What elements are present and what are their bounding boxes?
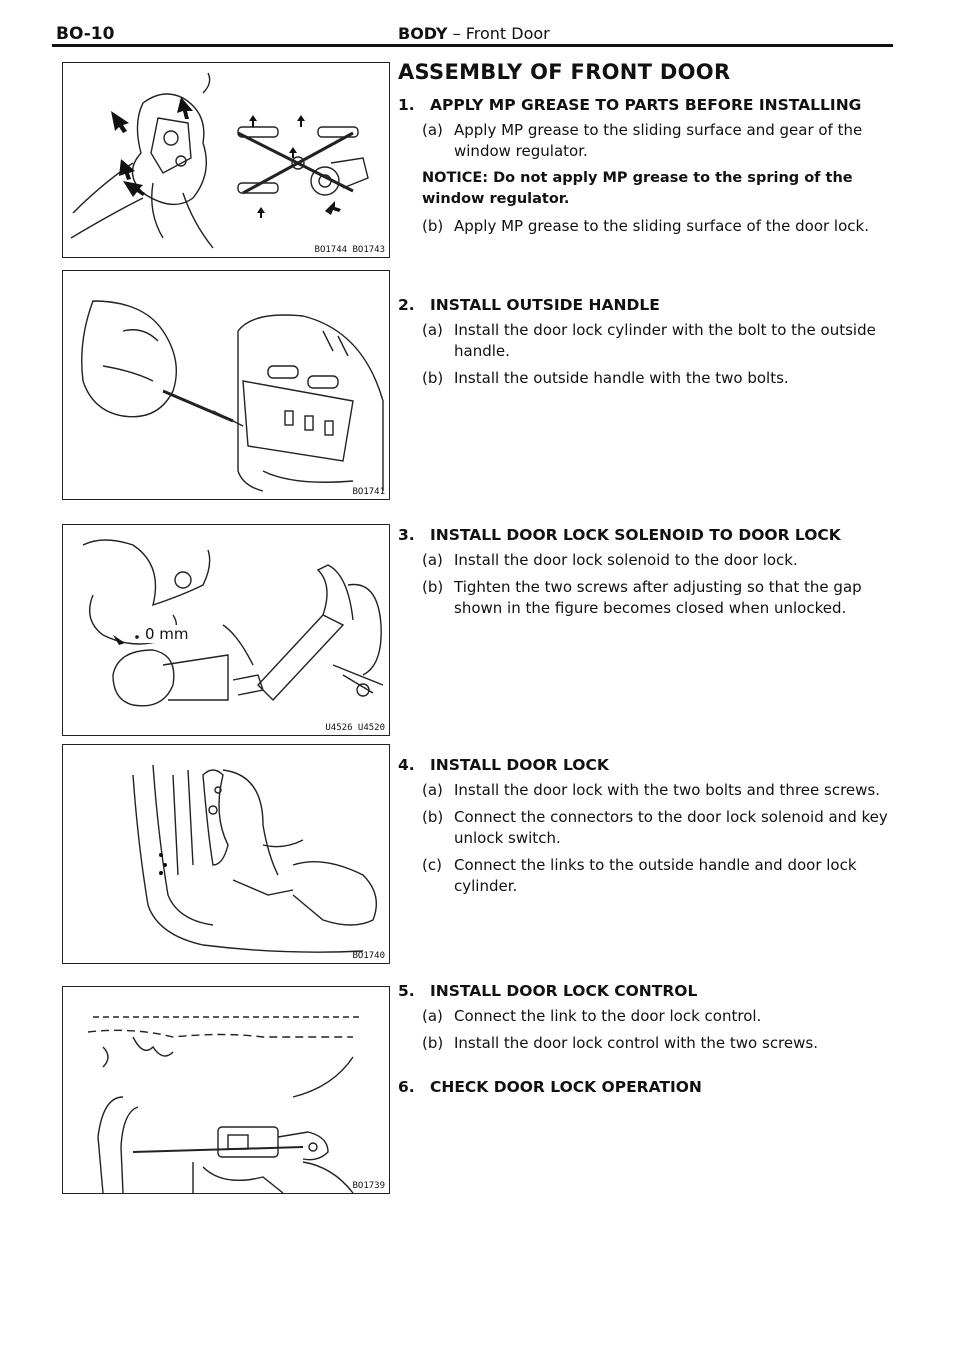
figure-code: BO1744 BO1743 — [314, 245, 385, 255]
item-label: (a) — [422, 1007, 443, 1025]
step-heading: 5. INSTALL DOOR LOCK CONTROL — [398, 982, 898, 1000]
item-label: (b) — [422, 217, 444, 235]
figure-code: BO1739 — [352, 1181, 385, 1191]
step-heading: 4. INSTALL DOOR LOCK — [398, 756, 898, 774]
figure-code: BO1740 — [352, 951, 385, 961]
illustration-outside-handle — [81, 300, 384, 492]
item-label: (b) — [422, 369, 444, 387]
section-name: BODY — [398, 24, 448, 43]
figure-code: BO1741 — [352, 487, 385, 497]
illustration-door-lock-control — [87, 1016, 363, 1193]
step-number: 5. — [398, 982, 415, 1000]
figure-grease-points: BO1744 BO1743 — [62, 62, 390, 258]
step-item: (a) Install the door lock with the two b… — [398, 780, 898, 801]
step-heading: 1. APPLY MP GREASE TO PARTS BEFORE INSTAL… — [398, 96, 898, 114]
item-label: (a) — [422, 781, 443, 799]
item-label: (b) — [422, 1034, 444, 1052]
step-item: (b) Install the outside handle with the … — [398, 368, 898, 389]
step-number: 1. — [398, 96, 415, 114]
step-4: 4. INSTALL DOOR LOCK (a) Install the door… — [398, 756, 898, 897]
item-text: Connect the link to the door lock contro… — [454, 1007, 762, 1025]
step-5: 5. INSTALL DOOR LOCK CONTROL (a) Connect … — [398, 982, 898, 1054]
figure-door-lock-control: BO1739 — [62, 986, 390, 1194]
figure-door-lock: BO1740 — [62, 744, 390, 964]
item-text: Install the door lock solenoid to the do… — [454, 551, 798, 569]
step-title: CHECK DOOR LOCK OPERATION — [430, 1078, 702, 1096]
step-item: (a) Apply MP grease to the sliding surfa… — [398, 120, 898, 162]
header-rule — [52, 44, 893, 47]
main-title: ASSEMBLY OF FRONT DOOR — [398, 60, 731, 84]
step-title: INSTALL OUTSIDE HANDLE — [430, 296, 660, 314]
illustration-door-lock — [132, 764, 377, 953]
item-text: Apply MP grease to the sliding surface o… — [454, 217, 869, 235]
step-item: (a) Install the door lock cylinder with … — [398, 320, 898, 362]
item-text: Apply MP grease to the sliding surface a… — [454, 121, 863, 160]
item-label: (b) — [422, 808, 444, 826]
step-number: 6. — [398, 1078, 415, 1096]
step-heading: 3. INSTALL DOOR LOCK SOLENOID TO DOOR LOC… — [398, 526, 898, 544]
step-item: (c) Connect the links to the outside han… — [398, 855, 898, 897]
step-number: 2. — [398, 296, 415, 314]
step-item: (b) Apply MP grease to the sliding surfa… — [398, 216, 898, 237]
step-item: (b) Install the door lock control with t… — [398, 1033, 898, 1054]
item-text: Install the outside handle with the two … — [454, 369, 789, 387]
figure-outside-handle: BO1741 — [62, 270, 390, 500]
page-header: BO-10 BODY – Front Door — [52, 22, 892, 44]
item-label: (a) — [422, 121, 443, 139]
step-3: 3. INSTALL DOOR LOCK SOLENOID TO DOOR LOC… — [398, 526, 898, 619]
section-title: BODY – Front Door — [398, 24, 550, 43]
illustration-window-regulator — [70, 72, 369, 249]
step-item: (b) Tighten the two screws after adjusti… — [398, 577, 898, 619]
item-text: Install the door lock control with the t… — [454, 1034, 818, 1052]
item-label: (b) — [422, 578, 444, 596]
subsection-name: Front Door — [465, 24, 550, 43]
step-item: (a) Install the door lock solenoid to th… — [398, 550, 898, 571]
step-1: 1. APPLY MP GREASE TO PARTS BEFORE INSTAL… — [398, 96, 898, 237]
gap-label: 0 mm — [143, 625, 191, 643]
step-title: INSTALL DOOR LOCK CONTROL — [430, 982, 698, 1000]
step-2: 2. INSTALL OUTSIDE HANDLE (a) Install the… — [398, 296, 898, 389]
notice-text: NOTICE: Do not apply MP grease to the sp… — [422, 170, 853, 207]
item-text: Install the door lock cylinder with the … — [454, 321, 876, 360]
step-6: 6. CHECK DOOR LOCK OPERATION — [398, 1078, 898, 1096]
step-heading: 6. CHECK DOOR LOCK OPERATION — [398, 1078, 898, 1096]
item-text: Tighten the two screws after adjusting s… — [454, 578, 862, 617]
step-item: (a) Connect the link to the door lock co… — [398, 1006, 898, 1027]
step-title: INSTALL DOOR LOCK — [430, 756, 609, 774]
step-heading: 2. INSTALL OUTSIDE HANDLE — [398, 296, 898, 314]
step-title: APPLY MP GREASE TO PARTS BEFORE INSTALLI… — [430, 96, 862, 114]
step-number: 3. — [398, 526, 415, 544]
item-text: Install the door lock with the two bolts… — [454, 781, 880, 799]
item-text: Connect the connectors to the door lock … — [454, 808, 888, 847]
item-label: (a) — [422, 321, 443, 339]
section-separator: – — [452, 24, 461, 43]
step-title: INSTALL DOOR LOCK SOLENOID TO DOOR LOCK — [430, 526, 841, 544]
step-number: 4. — [398, 756, 415, 774]
figure-code: U4526 U4520 — [325, 723, 385, 733]
item-label: (c) — [422, 856, 442, 874]
figure-door-lock-solenoid: 0 mm U4526 U4520 — [62, 524, 390, 736]
step-item: (b) Connect the connectors to the door l… — [398, 807, 898, 849]
item-label: (a) — [422, 551, 443, 569]
page-id: BO-10 — [56, 24, 115, 44]
illustration-door-lock-solenoid — [82, 539, 384, 707]
item-text: Connect the links to the outside handle … — [454, 856, 857, 895]
